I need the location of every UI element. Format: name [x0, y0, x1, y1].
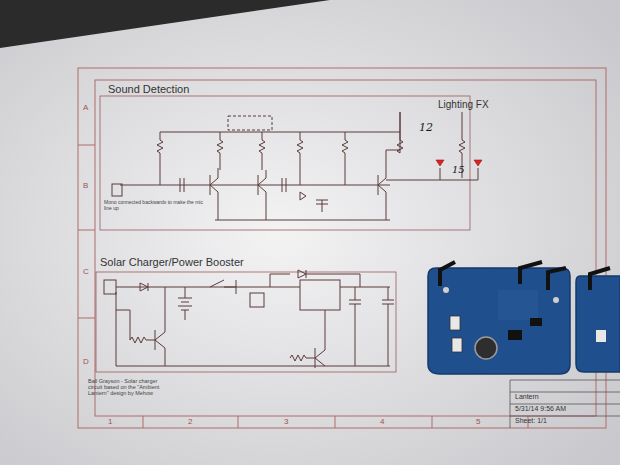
pcb-board: [508, 330, 522, 340]
sound-circuit-wires: [112, 184, 122, 196]
section-title: Lighting FX: [438, 99, 489, 110]
schematic-note: Mono connected backwards to make the mic…: [104, 200, 204, 211]
solar-circuit-wires: [210, 280, 236, 294]
solar-circuit-wires: [116, 310, 130, 340]
grid-number: 1: [108, 418, 112, 427]
title-block-cell: 5/31/14 9:56 AM: [512, 404, 618, 415]
pcb-board: [553, 297, 559, 303]
handwritten-note: 12: [419, 122, 433, 134]
sound-circuit-wires: [180, 178, 328, 212]
grid-number: 4: [380, 418, 384, 427]
sound-circuit-wires: [210, 168, 218, 220]
sound-circuit-wires: [120, 132, 400, 220]
sound-circuit-wires: [228, 116, 272, 130]
grid-letter: C: [83, 268, 89, 277]
pcb-board: [590, 268, 610, 290]
led-symbol: [436, 160, 444, 166]
pcb-board: [428, 262, 620, 374]
drawing-frame: [78, 68, 606, 428]
drawing-frame: [95, 80, 596, 416]
led-symbol: [474, 160, 482, 166]
solar-circuit-wires: [140, 283, 148, 291]
solar-circuit-wires: [130, 287, 165, 366]
section-outline: [96, 272, 396, 372]
grid-letter: D: [83, 358, 89, 367]
solar-circuit-wires: [104, 270, 394, 368]
title-block-text: Sheet: 1/1: [515, 417, 615, 425]
solar-circuit-wires: [104, 280, 116, 294]
solar-circuit-wires: [178, 287, 192, 320]
title-block-text: 5/31/14 9:56 AM: [515, 405, 615, 413]
sound-circuit-wires: [300, 192, 306, 200]
sound-circuit-wires: [386, 112, 465, 178]
title-block: [510, 380, 620, 428]
pcb-board: [450, 316, 460, 330]
solar-circuit-wires: [349, 287, 394, 366]
pcb-board: [475, 337, 497, 359]
grid-number: 3: [284, 418, 288, 427]
handwritten-note: 15: [452, 164, 465, 175]
pcb-board: [576, 276, 620, 372]
solar-circuit-wires: [300, 280, 340, 310]
section-outline: [96, 96, 470, 372]
pcb-board: [452, 338, 462, 352]
sound-circuit-wires: [297, 132, 303, 185]
section-outline: [100, 96, 470, 230]
sound-circuit-wires: [217, 132, 223, 170]
sound-circuit-wires: [378, 150, 386, 220]
grid-letter: B: [83, 182, 88, 191]
pcb-board: [440, 262, 566, 290]
section-title: Sound Detection: [108, 83, 189, 95]
grid-number: 2: [188, 418, 192, 427]
section-title: Solar Charger/Power Booster: [100, 256, 244, 268]
title-block: [510, 380, 620, 428]
grid-letter: A: [83, 104, 88, 113]
pcb-board: [443, 287, 449, 293]
pcb-board: [530, 318, 542, 326]
pcb-board: [498, 290, 538, 320]
author-note: Ball Grayson - Solar charger circuit bas…: [88, 378, 170, 396]
sound-circuit-wires: [259, 132, 265, 170]
title-block-cell: Sheet: 1/1: [512, 416, 618, 427]
title-block-text: Lantern: [515, 393, 615, 401]
sound-circuit-wires: [157, 132, 163, 185]
grid-number: 5: [476, 418, 480, 427]
sound-circuit-wires: [342, 132, 348, 185]
solar-circuit-wires: [270, 270, 360, 287]
solar-circuit-wires: [290, 310, 325, 368]
pcb-board: [596, 330, 606, 342]
drawing-frame: [78, 68, 606, 428]
sound-circuit-wires: [258, 170, 266, 220]
solar-circuit-wires: [116, 287, 390, 366]
solar-circuit-wires: [250, 293, 264, 307]
title-block-cell: Lantern: [512, 392, 618, 403]
